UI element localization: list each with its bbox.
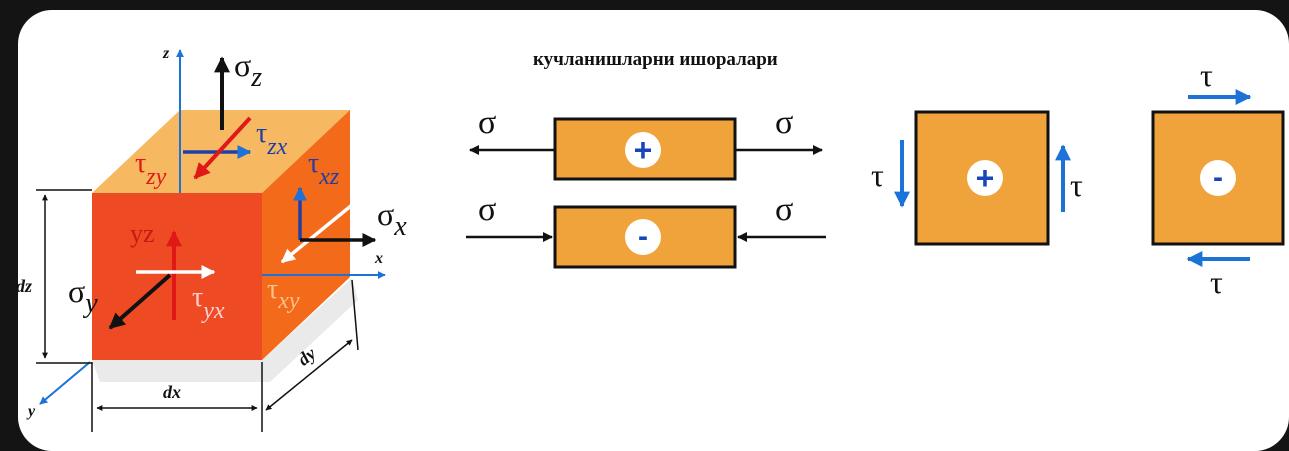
compression-sign-badge (625, 219, 661, 255)
positive-shear-sign-badge (967, 160, 1003, 196)
y-axis-label: y (26, 403, 36, 420)
compression-left-sigma: σ (478, 191, 496, 228)
negative-shear-bottom-tau: τ (1210, 264, 1223, 300)
tau-yz-label: yz (130, 219, 155, 248)
positive-shear-left-tau: τ (871, 157, 884, 193)
negative-shear-diagram: τ τ - (1151, 57, 1285, 300)
tau-zy-arrow (193, 116, 252, 180)
positive-shear-right-tau: τ (1070, 167, 1083, 203)
cube-side-face (262, 110, 350, 360)
tau-yx-label: τyx (192, 282, 225, 324)
tension-left-sigma: σ (478, 104, 496, 141)
z-axis-label: z (162, 45, 170, 62)
tau-xz-label: τxz (308, 148, 340, 190)
dy-dimension (265, 279, 359, 411)
positive-shear-diagram: τ τ + (871, 110, 1083, 246)
sigma-y-arrow (108, 273, 172, 330)
sign-conventions-title: кучланишларни ишоралари (533, 49, 778, 70)
dx-dimension (91, 362, 263, 432)
tension-sign-badge (625, 132, 661, 168)
negative-shear-sign: - (1213, 161, 1223, 194)
sigma-y-label: σy (68, 273, 98, 319)
sigma-z-label: σz (234, 47, 262, 93)
cube-front-face (92, 193, 262, 360)
tau-xy-label: τxy (267, 274, 300, 314)
dz-dimension (36, 189, 92, 364)
tau-zy-label: τzy (135, 148, 167, 190)
compression-right-sigma: σ (775, 191, 793, 228)
tau-zx-label: τzx (256, 118, 288, 160)
y-axis (39, 361, 91, 405)
tension-sign: + (634, 132, 653, 168)
negative-shear-top-tau: τ (1200, 57, 1213, 93)
negative-shear-sign-badge (1200, 160, 1236, 196)
dx-label: dx (163, 382, 181, 402)
stress-cube: z x y σz τzx τzy τxz τxy σx yz τyx (16, 45, 407, 432)
tension-diagram: σ σ + (469, 104, 823, 181)
compression-sign: - (638, 220, 648, 253)
tau-xy-arrow (280, 203, 354, 264)
compression-diagram: σ σ - (466, 191, 826, 269)
dz-label: dz (16, 276, 32, 296)
sigma-x-label: σx (377, 196, 407, 242)
positive-shear-sign: + (976, 160, 995, 196)
tension-right-sigma: σ (775, 104, 793, 141)
x-axis-label: x (374, 250, 383, 267)
